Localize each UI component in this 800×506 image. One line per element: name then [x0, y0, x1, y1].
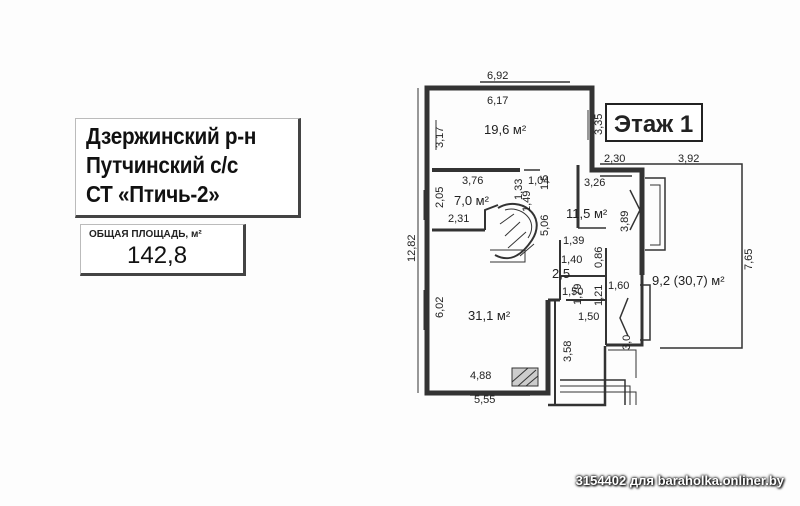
dim-149: 1,49 [521, 191, 533, 212]
total-area-value: 142,8 [127, 242, 188, 269]
dim-160: 1,60 [608, 280, 629, 292]
room-label-r2: 7,0 м² [454, 193, 490, 208]
room-label-r1: 19,6 м² [484, 122, 527, 137]
dim-602: 6,02 [434, 297, 446, 318]
dim-150a: 1,50 [562, 286, 583, 298]
floor-title: Этаж 1 [614, 111, 693, 138]
room-label-r5: 31,1 м² [468, 308, 511, 323]
dim-358: 3,58 [562, 341, 574, 362]
total-area-card: ОБЩАЯ ПЛОЩАДЬ, м² 142,8 [80, 224, 246, 276]
dim-205: 2,05 [434, 187, 446, 208]
dim-139: 1,39 [563, 235, 584, 247]
dim-179: 1,79 [572, 284, 584, 305]
dim-555: 5,55 [474, 394, 495, 406]
dimension-labels-vertical: 3,17 3,35 2,05 1,33 1,49 1,5 3,89 5,06 0… [406, 114, 755, 362]
floor-title-frame [605, 103, 703, 142]
plan-walls [417, 81, 743, 407]
dim-326: 3,26 [584, 177, 605, 189]
dim-231: 2,31 [448, 213, 469, 225]
dim-376: 3,76 [462, 175, 483, 187]
total-area-label: ОБЩАЯ ПЛОЩАДЬ, м² [89, 229, 202, 240]
dim-121: 1,21 [593, 285, 605, 306]
dim-692: 6,92 [487, 70, 508, 82]
cooperative-label: СТ «Птичь-2» [86, 181, 220, 207]
dim-392: 3,92 [678, 153, 699, 165]
dim-133: 1,33 [513, 179, 525, 200]
dim-1282: 12,82 [406, 234, 418, 262]
watermark: 3154402 для baraholka.onliner.by [575, 473, 784, 488]
room-label-r3: 11,5 м² [566, 206, 608, 221]
dim-150b: 1,50 [578, 311, 599, 323]
dim-15: 1,5 [539, 175, 551, 190]
dim-488: 4,88 [470, 370, 491, 382]
dim-104: 1,04 [528, 175, 549, 187]
hatched-stair [511, 367, 539, 387]
dim-765: 7,65 [743, 249, 755, 270]
dim-230: 2,30 [604, 153, 625, 165]
dim-086: 0,86 [593, 247, 605, 268]
room-label-r6: 9,2 (30,7) м² [652, 273, 725, 288]
dim-30: 3,0 [621, 335, 633, 350]
address-card: Дзержинский р-н Путчинский с/с СТ «Птичь… [75, 118, 301, 218]
dim-335: 3,35 [593, 114, 605, 135]
room-label-r4: 2,5 [552, 266, 570, 281]
dim-617: 6,17 [487, 95, 508, 107]
district-label: Дзержинский р-н [86, 123, 257, 149]
dim-317: 3,17 [434, 127, 446, 148]
dim-506: 5,06 [539, 215, 551, 236]
dimension-labels: 6,92 6,17 2,30 3,92 3,76 2,31 1,04 3,26 … [448, 70, 699, 406]
dim-140: 1,40 [561, 254, 582, 266]
dim-389: 3,89 [619, 211, 631, 232]
village-council-label: Путчинский с/с [86, 152, 239, 178]
